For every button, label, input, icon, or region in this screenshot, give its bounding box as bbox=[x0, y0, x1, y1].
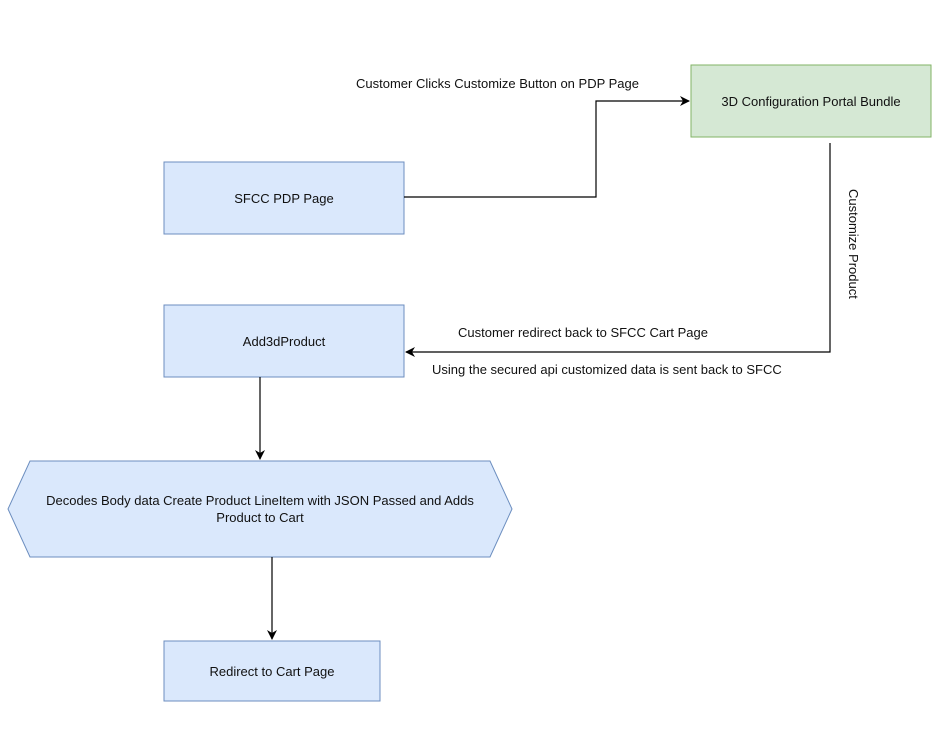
node-decode-label: Decodes Body data Create Product LineIte… bbox=[46, 493, 474, 525]
edge-label-pdp-to-portal: Customer Clicks Customize Button on PDP … bbox=[356, 76, 639, 91]
node-add3d-label: Add3dProduct bbox=[242, 333, 326, 349]
edge-pdp-to-portal bbox=[404, 96, 690, 198]
node-decode-shape bbox=[7, 460, 513, 558]
edge-label-redirect-back: Customer redirect back to SFCC Cart Page bbox=[458, 325, 708, 340]
node-sfcc-pdp-shape bbox=[163, 161, 405, 235]
node-redirect-label: Redirect to Cart Page bbox=[209, 663, 335, 679]
node-portal-shape bbox=[690, 64, 932, 138]
node-sfcc-pdp-label: SFCC PDP Page bbox=[234, 190, 334, 206]
node-redirect-shape bbox=[163, 640, 381, 702]
edge-portal-to-add3d bbox=[405, 143, 831, 357]
node-portal-label: 3D Configuration Portal Bundle bbox=[721, 93, 901, 109]
edge-label-customize: Customize Product bbox=[846, 189, 861, 299]
node-add3d-shape bbox=[163, 304, 405, 378]
edge-label-secured-api: Using the secured api customized data is… bbox=[432, 362, 782, 377]
